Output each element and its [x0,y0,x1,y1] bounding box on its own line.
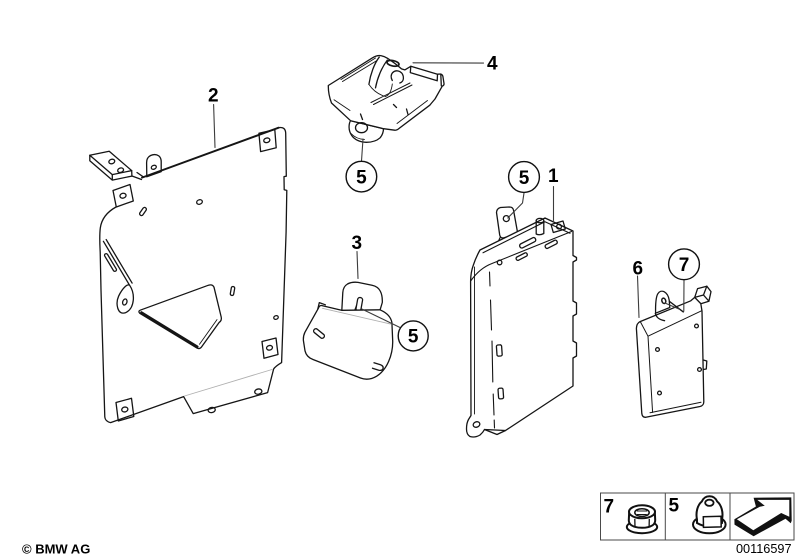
svg-text:7: 7 [679,255,690,276]
svg-text:3: 3 [352,233,363,254]
svg-text:2: 2 [208,86,219,107]
svg-text:4: 4 [487,54,498,75]
svg-text:© BMW AG: © BMW AG [22,542,90,557]
svg-text:5: 5 [408,327,419,348]
svg-text:6: 6 [633,259,644,280]
svg-text:5: 5 [519,168,530,189]
svg-text:7: 7 [604,497,615,518]
svg-text:5: 5 [669,496,680,517]
svg-text:00116597: 00116597 [736,542,792,556]
svg-text:5: 5 [356,167,367,188]
svg-text:1: 1 [548,166,559,187]
